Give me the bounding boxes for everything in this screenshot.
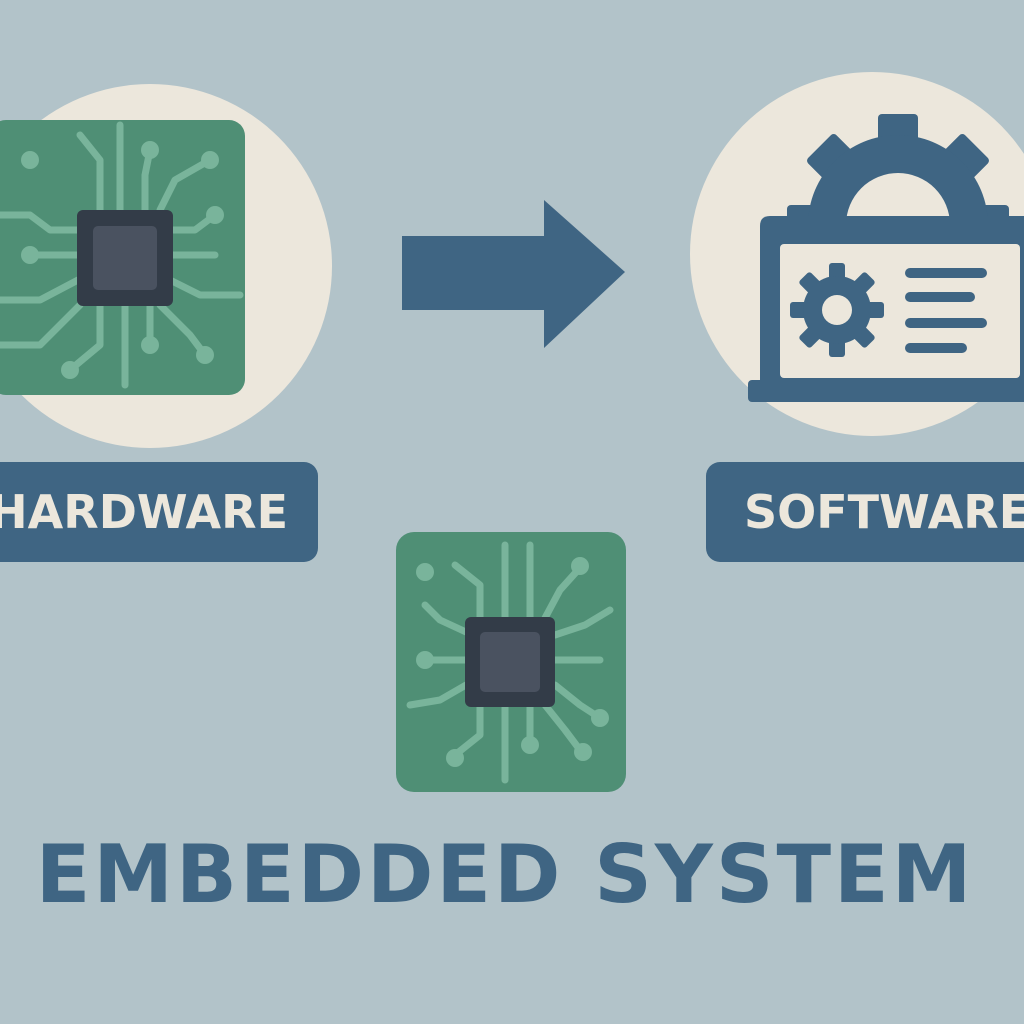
circuit-pads [21,141,224,379]
arrow-right-icon [402,200,625,348]
text-lines-icon [905,268,987,353]
software-node [690,72,1024,436]
circuit-board-icon [396,532,626,792]
diagram-title: EMBEDDED SYSTEM [35,828,975,921]
software-label: SOFTWARE [706,462,1024,562]
embedded-chip-node [396,532,626,792]
circuit-pads [416,557,609,767]
hardware-node [0,84,332,448]
circuit-board-icon [0,120,245,395]
laptop-icon [748,216,1024,402]
settings-gear-icon [790,263,884,357]
hardware-label: HARDWARE [0,462,318,562]
microchip-core [480,632,540,692]
microchip-core [93,226,157,290]
